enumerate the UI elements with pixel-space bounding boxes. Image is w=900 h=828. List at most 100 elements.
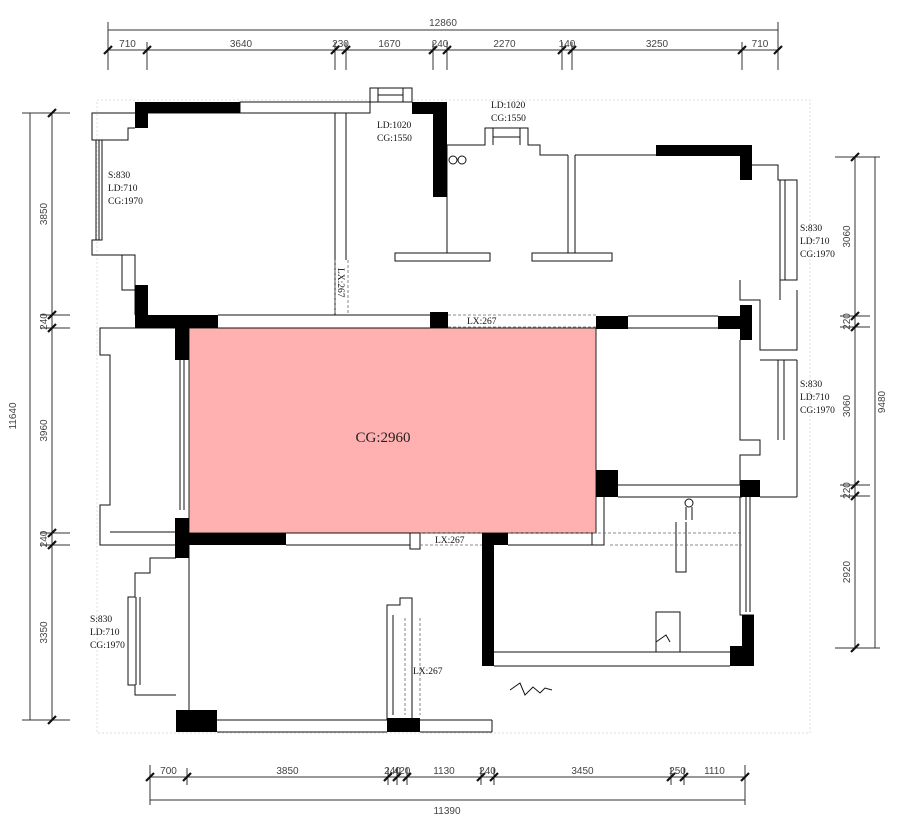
dimension-tick: [103, 45, 113, 55]
svg-text:CG:1970: CG:1970: [800, 250, 835, 260]
right-dimensions: 9480 3060 220 3060 220 2920: [835, 152, 888, 653]
dimension-segment-label: 220: [842, 313, 853, 330]
dimension-segment-label: 3060: [842, 394, 853, 417]
window-note-bottom-left: S:830 LD:710 CG:1970: [90, 615, 125, 651]
dimension-segment-label: 1110: [704, 766, 725, 777]
window-note-top-right: LD:1020 CG:1550: [491, 101, 526, 124]
svg-text:LD:1020: LD:1020: [491, 101, 526, 111]
dimension-tick: [47, 310, 57, 320]
dimension-tick: [850, 643, 860, 653]
dimension-tick: [145, 772, 155, 782]
svg-text:S:830: S:830: [108, 171, 130, 181]
window-note-top-mid: LD:1020 CG:1550: [377, 121, 412, 144]
svg-text:CG:1970: CG:1970: [108, 197, 143, 207]
dimension-segment-label: 1670: [378, 39, 401, 50]
dimension-segment-label: 3640: [230, 39, 253, 50]
svg-text:S:830: S:830: [800, 224, 822, 234]
dimension-tick: [737, 45, 747, 55]
svg-text:LD:1020: LD:1020: [377, 121, 412, 131]
dimension-segment-label: 2920: [842, 560, 853, 583]
dimension-segment-label: 3350: [39, 621, 50, 644]
dimension-tick: [182, 772, 192, 782]
svg-text:LD:710: LD:710: [800, 237, 830, 247]
right-total-label: 9480: [877, 390, 888, 413]
site-boundary: [96, 99, 811, 734]
dimension-tick: [47, 528, 57, 538]
left-total-label: 11640: [8, 402, 19, 430]
dimension-segment-label: 140: [559, 39, 576, 50]
dimension-tick: [47, 715, 57, 725]
window-note-top-left: S:830 LD:710 CG:1970: [108, 171, 143, 207]
bottom-total-label: 11390: [433, 806, 461, 817]
beam-lines: [334, 260, 742, 715]
dimension-tick: [330, 45, 340, 55]
dimension-tick: [773, 45, 783, 55]
dimension-tick: [850, 491, 860, 501]
dimension-segment-label: 3960: [39, 419, 50, 442]
dimension-segment-label: 3060: [842, 225, 853, 248]
svg-text:CG:1970: CG:1970: [90, 641, 125, 651]
highlighted-room: [188, 327, 597, 534]
dimension-segment-label: 3250: [646, 39, 669, 50]
dimension-segment-label: 3450: [571, 766, 594, 777]
dimension-segment-label: 700: [160, 766, 177, 777]
dimension-segment-label: 240: [39, 530, 50, 547]
dimension-segment-label: 230: [332, 39, 349, 50]
left-dimensions: 11640 3850 240 3960 240 3350: [8, 108, 70, 725]
dimension-tick: [679, 772, 689, 782]
dimension-tick: [402, 772, 412, 782]
dimension-tick: [442, 45, 452, 55]
dimension-tick: [47, 540, 57, 550]
dimension-tick: [392, 772, 402, 782]
dimension-tick: [476, 772, 486, 782]
structural-walls: [135, 102, 760, 732]
dimension-segment-label: 2270: [493, 39, 516, 50]
dimension-tick: [428, 45, 438, 55]
dimension-tick: [341, 45, 351, 55]
svg-text:S:830: S:830: [800, 380, 822, 390]
top-total-label: 12860: [429, 18, 457, 29]
svg-text:CG:1970: CG:1970: [800, 406, 835, 416]
lx-label-bottom-left: LX:267: [413, 667, 443, 677]
dimension-tick: [850, 480, 860, 490]
dimension-tick: [489, 772, 499, 782]
dimension-tick: [383, 772, 393, 782]
svg-text:CG:1550: CG:1550: [377, 134, 412, 144]
dimension-segment-label: 420: [394, 766, 411, 777]
dimension-segment-label: 710: [752, 39, 769, 50]
dimension-segment-label: 3850: [39, 202, 50, 225]
svg-text:LD:710: LD:710: [800, 393, 830, 403]
dimension-tick: [47, 108, 57, 118]
thin-walls: [91, 87, 798, 733]
dimension-tick: [567, 45, 577, 55]
dimension-tick: [740, 772, 750, 782]
dimension-segment-label: 220: [842, 482, 853, 499]
top-dimensions: 12860 710 3640 230 1670 240 2270 140 3250 710: [103, 18, 783, 70]
dimension-segment-label: 1130: [433, 766, 455, 777]
lx-label-bottom: LX:267: [435, 536, 465, 546]
dimension-segment-label: 240: [39, 313, 50, 330]
dimension-tick: [142, 45, 152, 55]
svg-text:CG:1550: CG:1550: [491, 114, 526, 124]
dimension-tick: [850, 152, 860, 162]
dimension-tick: [47, 323, 57, 333]
dimension-segment-label: 3850: [276, 766, 299, 777]
lx-label-top: LX:267: [467, 317, 497, 327]
dimension-tick: [557, 45, 567, 55]
window-note-right-1: S:830 LD:710 CG:1970: [800, 224, 835, 260]
dimension-segment-label: 240: [479, 766, 496, 777]
dimension-segment-label: 240: [384, 766, 401, 777]
dimension-tick: [850, 311, 860, 321]
dimension-segment-label: 240: [432, 39, 449, 50]
dimension-tick: [850, 322, 860, 332]
window-note-right-2: S:830 LD:710 CG:1970: [800, 380, 835, 416]
svg-text:LD:710: LD:710: [90, 628, 120, 638]
dimension-tick: [666, 772, 676, 782]
highlight-label: CG:2960: [355, 430, 410, 446]
lx-label-vertical: LX:267: [335, 268, 345, 298]
dimension-segment-label: 250: [669, 766, 686, 777]
svg-text:LD:710: LD:710: [108, 184, 138, 194]
dimension-segment-label: 710: [119, 39, 136, 50]
